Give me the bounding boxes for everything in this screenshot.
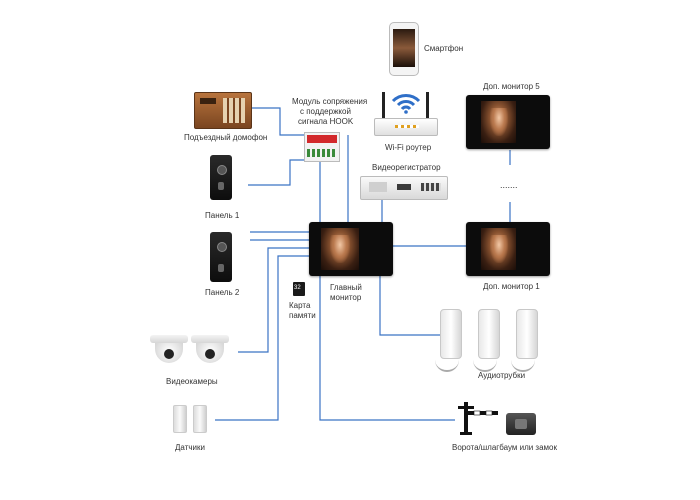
camera-2 [191, 335, 229, 365]
handsets-label: Аудиотрубки [478, 371, 526, 380]
handset-3 [511, 309, 538, 372]
extra-monitor-1-label: Доп. монитор 1 [483, 282, 540, 291]
gates-label: Ворота/шлагбаум или замок [452, 443, 557, 452]
smartphone [389, 22, 419, 76]
call-panel-1 [210, 155, 232, 200]
sensors-label: Датчики [175, 443, 205, 452]
module-label-2: с поддержкой [300, 107, 351, 116]
wire-module-panel1 [248, 159, 305, 186]
main-monitor-label-1: Главный [330, 283, 362, 292]
sdcard-label-1: Карта [289, 301, 311, 310]
handset-1 [435, 309, 462, 372]
smartphone-screen [393, 29, 415, 67]
dvr-label: Видеорегистратор [372, 163, 441, 172]
wire-handsets [379, 276, 440, 336]
panel2-label: Панель 2 [205, 288, 240, 297]
sd-card-size: 32 [294, 285, 301, 291]
wire-sensors [215, 255, 310, 421]
extra-monitor-5-label: Доп. монитор 5 [483, 82, 540, 91]
dvr-device [360, 176, 448, 200]
main-monitor-label-2: монитор [330, 293, 362, 302]
call-panel-2 [210, 232, 232, 282]
sensor-2 [193, 405, 207, 433]
module-label-1: Модуль сопряжения [292, 97, 368, 106]
router-antenna-left [382, 92, 385, 118]
intercom-label: Подъездный домофон [184, 133, 268, 142]
intercom-panel [194, 92, 252, 129]
wire-cameras [238, 247, 310, 353]
handset-2 [473, 309, 500, 372]
module-label-3: сигнала HOOK [298, 117, 354, 126]
router-antenna-right [426, 92, 429, 118]
extra-monitor-5 [466, 95, 550, 149]
sensor-1 [173, 405, 187, 433]
wire-gates [319, 276, 455, 421]
cameras-label: Видеокамеры [166, 377, 218, 386]
sdcard-label-2: памяти [289, 311, 316, 320]
wifi-icon [391, 94, 421, 114]
camera-1 [150, 335, 188, 365]
main-monitor [309, 222, 393, 276]
panel1-label: Панель 1 [205, 211, 240, 220]
interface-module [304, 132, 340, 162]
sd-card: 32 [293, 282, 305, 296]
wifi-router [374, 118, 438, 136]
wifi-label: Wi-Fi роутер [385, 143, 432, 152]
barrier-icon [458, 402, 498, 435]
more-monitors-dots: ....... [500, 180, 518, 190]
smartphone-label: Смартфон [424, 44, 464, 53]
extra-monitor-1 [466, 222, 550, 276]
electric-lock [506, 413, 536, 435]
wire-intercom-module [250, 107, 305, 136]
